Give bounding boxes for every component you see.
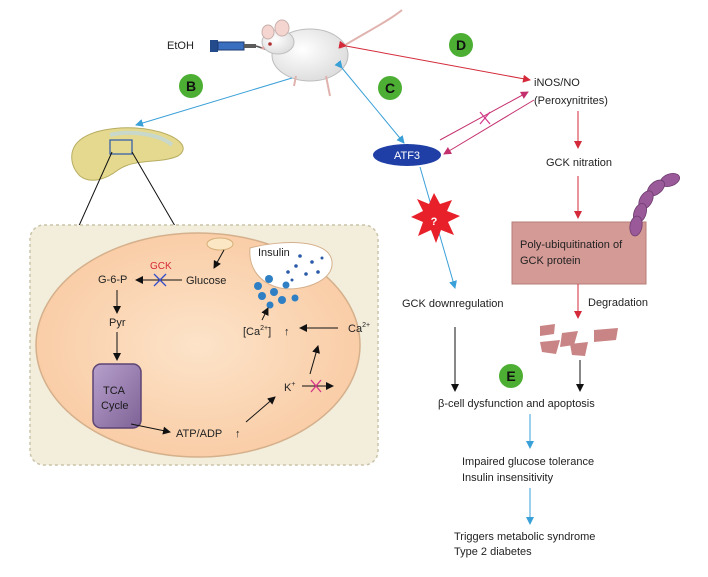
impaired-tolerance-label: Impaired glucose tolerance (462, 456, 594, 468)
atp-up-arrow: ↑ (235, 428, 241, 440)
glucose-transporter (206, 237, 234, 251)
insulin-label: Insulin (258, 247, 290, 259)
degraded-protein-fragments (540, 324, 618, 356)
poly-label-line2: GCK protein (520, 255, 581, 267)
arrow-pancreas-to-cell-right (131, 151, 183, 239)
atp-adp-label: ATP/ADP (176, 428, 222, 440)
svg-text:E: E (506, 368, 515, 384)
panel-d-marker: D (449, 33, 473, 57)
insulin-insensitivity-label: Insulin insensitivity (462, 472, 554, 484)
ubiquitin-chain-icon (629, 173, 681, 237)
question-mark: ? (431, 216, 438, 228)
metabolic-syndrome-label: Triggers metabolic syndrome (454, 531, 595, 543)
degradation-label: Degradation (588, 297, 648, 309)
g6p-label: G-6-P (98, 274, 127, 286)
atf3-node (373, 144, 441, 166)
mouse-icon (261, 9, 403, 97)
arrow-k-to-ca-influx (309, 345, 320, 375)
ca-up-arrow: ↑ (284, 326, 290, 338)
beta-cell-dysfunction-label: β-cell dysfunction and apoptosis (438, 398, 595, 410)
ca-extracellular-label: Ca2+ (348, 322, 370, 335)
atf3-inos-block-cross (479, 111, 491, 125)
unknown-mechanism-star (411, 193, 460, 243)
svg-text:C: C (385, 80, 395, 96)
svg-text:D: D (456, 37, 466, 53)
arrow-atp-to-k (245, 396, 276, 423)
insulin-dots (286, 254, 324, 282)
insulin-granules (254, 275, 299, 309)
pancreas-icon (71, 127, 184, 181)
inos-label-line2: (Peroxynitrites) (534, 95, 608, 107)
tca-label-line1: TCA (103, 385, 126, 397)
panel-e-marker: E (499, 364, 523, 388)
arrow-transporter-to-glucose (213, 249, 225, 269)
gck-block-cross (153, 273, 167, 287)
etoh-label: EtOH (167, 40, 194, 52)
inos-label-line1: iNOS/NO (534, 77, 580, 89)
panel-c-marker: C (378, 76, 402, 100)
pyr-label: Pyr (109, 317, 126, 329)
gck-nitration-label: GCK nitration (546, 157, 612, 169)
tca-label-line2: Cycle (101, 400, 129, 412)
arrow-mouse-to-pancreas (135, 77, 293, 127)
poly-ubiquitination-box (511, 221, 647, 285)
arrow-ca-to-insulin (261, 307, 269, 321)
syringe-icon (210, 40, 269, 52)
tca-cycle-box (92, 363, 142, 429)
gck-label: GCK (150, 261, 172, 272)
svg-text:B: B (186, 78, 196, 94)
k-label: K+ (284, 381, 295, 394)
glucose-label: Glucose (186, 275, 226, 287)
k-channel-block-cross (310, 379, 322, 393)
arrow-tca-to-atp (130, 423, 171, 435)
atf3-label: ATF3 (394, 150, 420, 162)
arrow-mouse-to-inos (338, 40, 531, 83)
gck-downregulation-label: GCK downregulation (402, 298, 504, 310)
type2-diabetes-label: Type 2 diabetes (454, 546, 532, 558)
poly-label-line1: Poly-ubiquitination of (520, 239, 623, 251)
ca-intracellular-label: [Ca2+] (243, 325, 271, 338)
arrow-inos-to-atf3 (443, 99, 535, 155)
panel-b-marker: B (179, 74, 203, 98)
